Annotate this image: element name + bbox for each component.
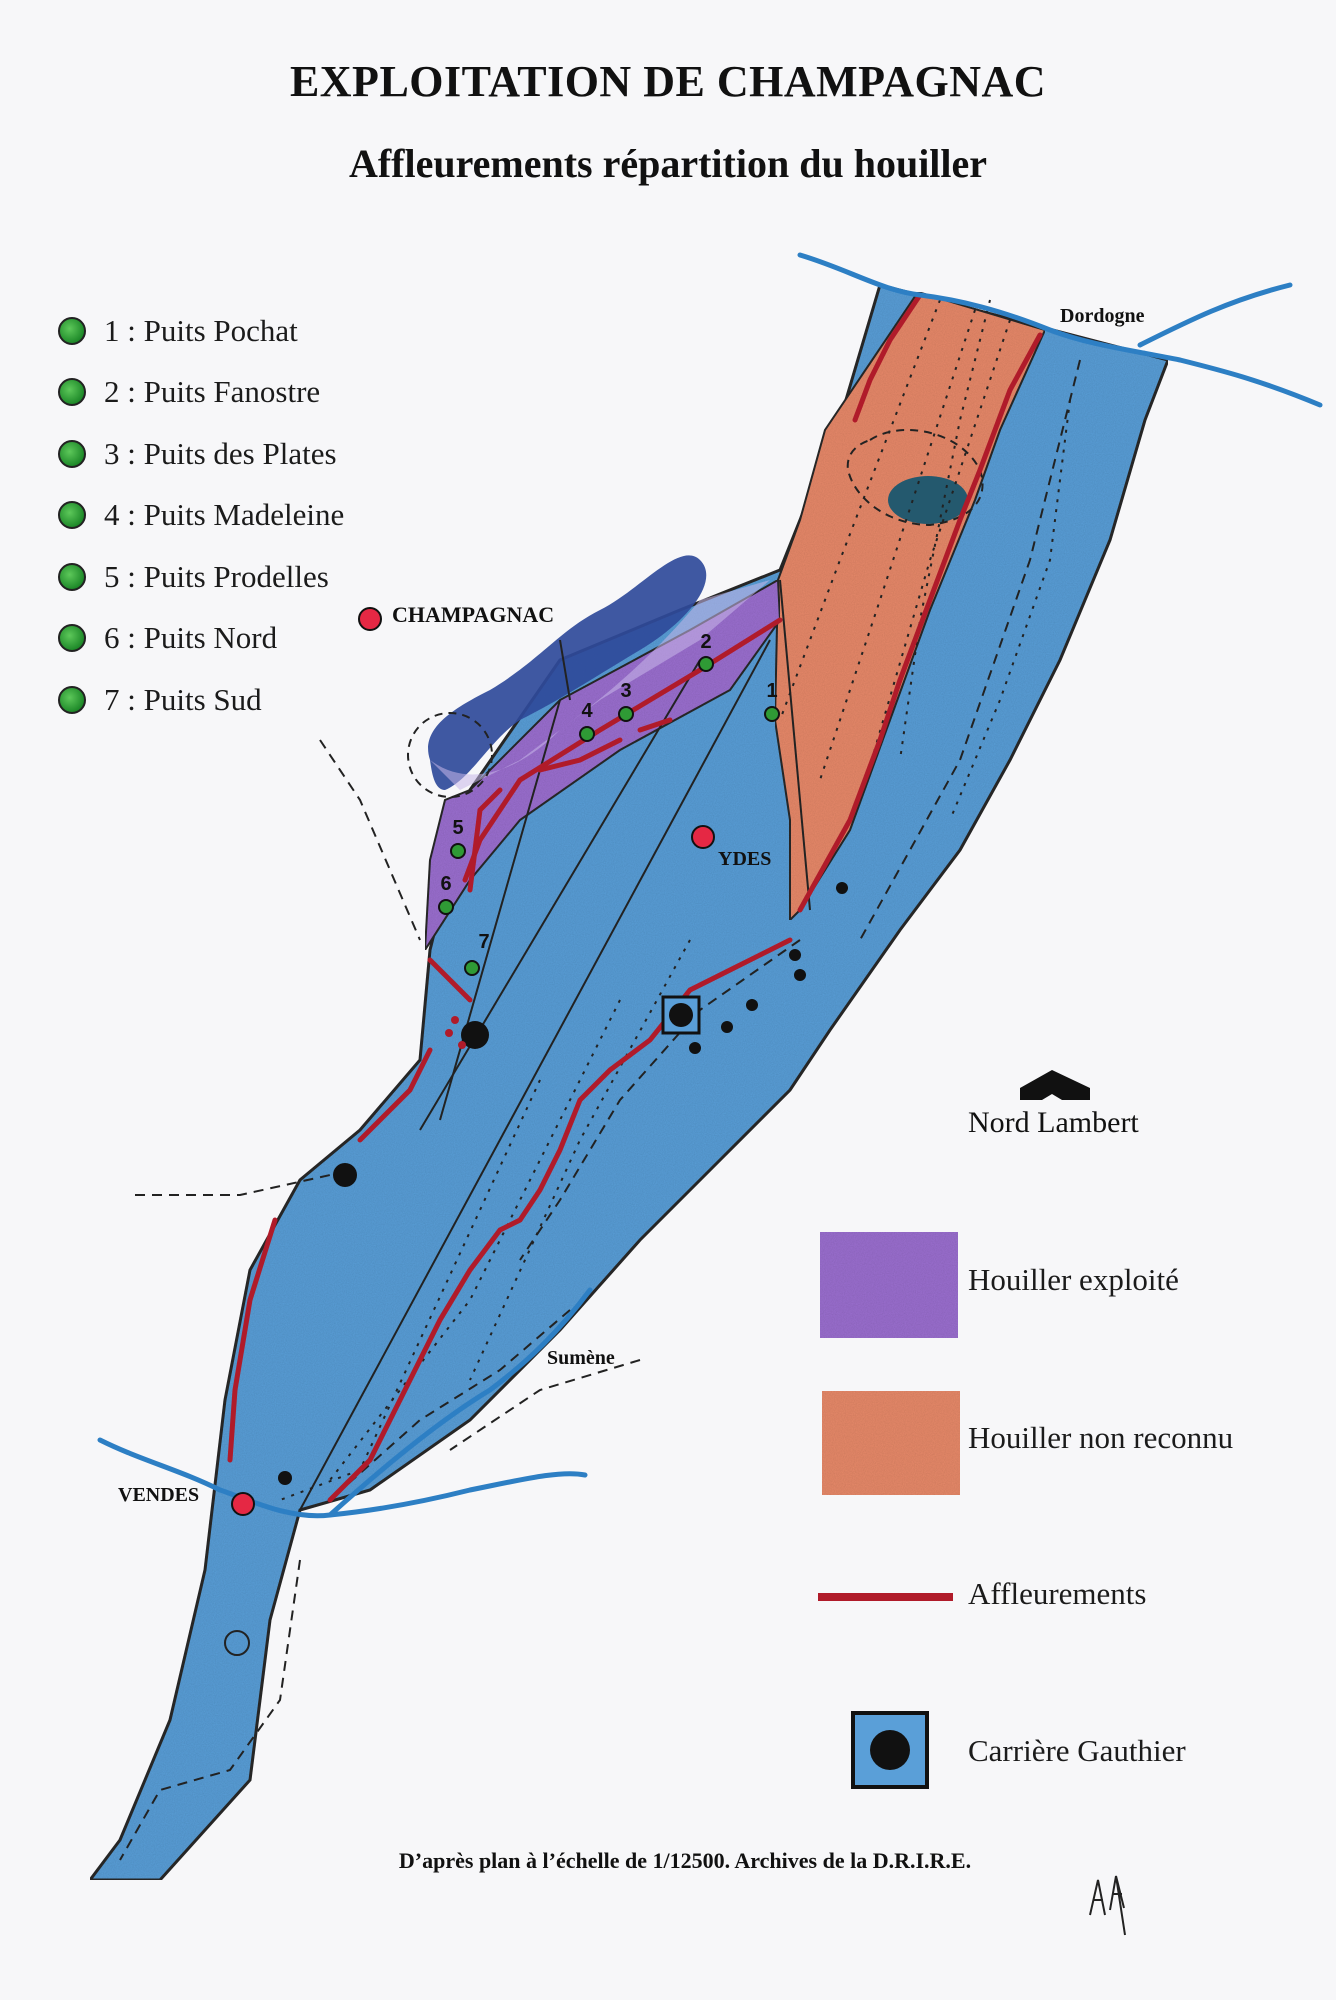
- shaft-marker[interactable]: [450, 843, 466, 859]
- dashed-lines: [119, 359, 1081, 1861]
- green-dot-icon: [58, 316, 86, 345]
- shaft-number: 2: [700, 631, 711, 653]
- shaft-label: 1 : Puits Pochat: [104, 312, 298, 348]
- shaft-label: 4 : Puits Madeleine: [104, 497, 345, 533]
- river-label-dordogne: Dordogne: [1060, 305, 1145, 327]
- vendes-marker: [231, 1492, 255, 1516]
- shaft-marker[interactable]: [618, 706, 634, 722]
- north-label: Nord Lambert: [968, 1106, 1139, 1139]
- green-dot-icon: [58, 378, 86, 407]
- shaft-number: 5: [452, 817, 463, 839]
- list-item[interactable]: 7 : Puits Sud: [58, 669, 344, 731]
- place-label-champagnac: CHAMPAGNAC: [392, 602, 555, 627]
- page-title: EXPLOITATION DE CHAMPAGNAC: [289, 57, 1047, 106]
- shaft-points[interactable]: 1 2 3 4 5 6 7: [438, 631, 780, 976]
- list-item[interactable]: 4 : Puits Madeleine: [58, 485, 344, 547]
- river-label-sumene: Sumène: [547, 1347, 615, 1369]
- legend-label-exploited: Houiller exploité: [968, 1262, 1179, 1297]
- green-dot-icon: [58, 685, 86, 714]
- page-subtitle: Affleurements répartition du houiller: [348, 141, 988, 186]
- quarry-marker[interactable]: [661, 995, 701, 1035]
- shaft-number: 3: [620, 680, 631, 702]
- shaft-label: 5 : Puits Prodelles: [104, 558, 329, 594]
- list-item[interactable]: 2 : Puits Fanostre: [58, 362, 344, 424]
- ydes-marker: [691, 825, 715, 849]
- source-note: D’après plan à l’échelle de 1/12500. Arc…: [398, 1848, 972, 1873]
- green-dot-icon: [58, 439, 86, 468]
- shaft-list: 1 : Puits Pochat 2 : Puits Fanostre 3 : …: [58, 300, 344, 731]
- open-circle: [224, 1630, 250, 1656]
- list-item[interactable]: 1 : Puits Pochat: [58, 300, 344, 362]
- legend-exploited-swatch: [820, 1232, 958, 1338]
- place-label-vendes: VENDES: [118, 1484, 200, 1506]
- list-item[interactable]: 5 : Puits Prodelles: [58, 546, 344, 608]
- shaft-number: 4: [581, 700, 593, 722]
- dashed-circle: [407, 712, 493, 798]
- legend-label-outcrops: Affleurements: [968, 1576, 1147, 1611]
- green-dot-icon: [58, 562, 86, 591]
- small-red-points: [445, 1016, 466, 1049]
- shaft-marker[interactable]: [438, 899, 454, 915]
- shaft-label: 2 : Puits Fanostre: [104, 374, 321, 410]
- shaft-marker[interactable]: [464, 960, 480, 976]
- list-item[interactable]: 6 : Puits Nord: [58, 608, 344, 670]
- legend-label-quarry: Carrière Gauthier: [968, 1733, 1186, 1768]
- shaft-marker[interactable]: [579, 726, 595, 742]
- rivers: [97, 252, 1323, 1519]
- shaft-marker[interactable]: [764, 706, 780, 722]
- lake-shore: [430, 580, 770, 790]
- shaft-number: 1: [766, 680, 777, 702]
- legend-unknown-swatch: [822, 1391, 960, 1495]
- shaft-label: 7 : Puits Sud: [104, 681, 262, 717]
- town-markers[interactable]: [231, 607, 715, 1516]
- shaft-label: 3 : Puits des Plates: [104, 435, 337, 471]
- dotted-lines: [279, 299, 1071, 1501]
- lake: [428, 555, 707, 790]
- shaft-marker[interactable]: [698, 656, 714, 672]
- legend-label-unknown: Houiller non reconnu: [968, 1420, 1234, 1455]
- list-item[interactable]: 3 : Puits des Plates: [58, 423, 344, 485]
- place-label-ydes: YDES: [718, 848, 772, 870]
- champagnac-marker: [358, 607, 382, 631]
- shaft-label: 6 : Puits Nord: [104, 620, 278, 656]
- shaft-number: 6: [440, 873, 451, 895]
- green-dot-icon: [58, 624, 86, 653]
- black-points: [278, 882, 848, 1485]
- quarry-icon: [851, 1711, 929, 1789]
- green-dot-icon: [58, 501, 86, 530]
- north-arrow-icon: [1020, 1070, 1090, 1100]
- shaft-number: 7: [478, 931, 489, 953]
- dashed-pond-outline: [846, 429, 984, 527]
- fault-lines: [299, 579, 811, 1511]
- signature: [1089, 1875, 1126, 1936]
